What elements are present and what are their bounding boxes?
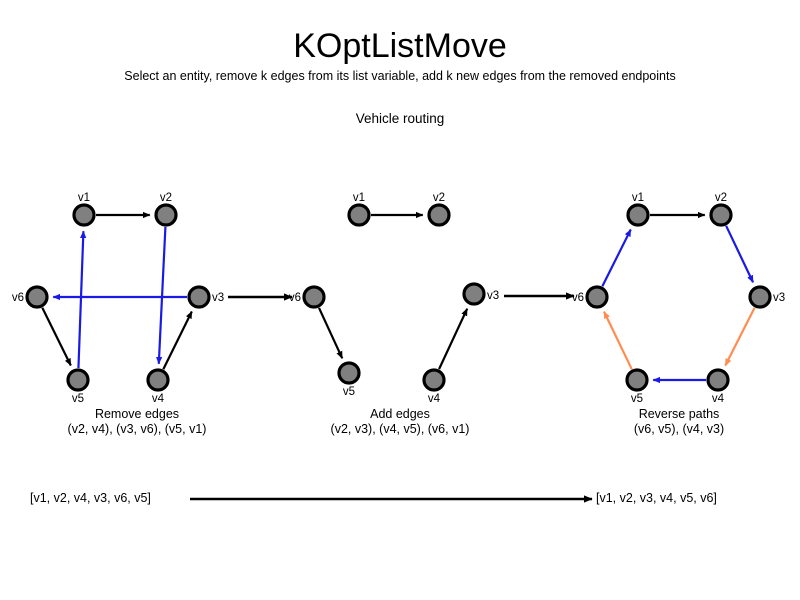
panel-add-edges-node-label-v6: v6 — [289, 292, 301, 304]
nodes-layer — [25, 203, 772, 392]
panel-reverse-paths-node-v4[interactable] — [706, 368, 730, 392]
panel-add-edges-node-label-v1: v1 — [353, 192, 365, 204]
panel-reverse-paths-edge-v2-v3 — [725, 225, 755, 283]
page-title: KOptListMove — [293, 27, 507, 65]
panel-add-edges-node-v6[interactable] — [302, 285, 326, 309]
panel-reverse-paths-edge-v3-v4 — [724, 307, 756, 367]
panel-reverse-paths-node-v5[interactable] — [625, 368, 649, 392]
panel-remove-edges-edge-v2-v4 — [155, 226, 167, 365]
section-label: Vehicle routing — [355, 111, 445, 126]
caption-line-2: (v6, v5), (v4, v3) — [633, 422, 725, 436]
panel-remove-edges-node-label-v6: v6 — [12, 292, 24, 304]
caption-panel-2: Add edges (v2, v3), (v4, v5), (v6, v1) — [250, 407, 550, 437]
panel-reverse-paths-node-label-v5: v5 — [631, 393, 643, 405]
panel-add-edges-node-label-v4: v4 — [428, 393, 441, 405]
caption-line-1: Add edges — [370, 407, 430, 421]
panel-remove-edges-edge-v5-v1 — [77, 230, 87, 369]
panel-add-edges-node-v4[interactable] — [422, 368, 446, 392]
panel-reverse-paths-node-v6[interactable] — [585, 285, 609, 309]
panel-add-edges-edge-v4-v3 — [438, 308, 469, 370]
panel-reverse-paths-edge-v5-v6 — [603, 311, 633, 370]
after-list-text: [v1, v2, v3, v4, v5, v6] — [596, 491, 717, 505]
edges-layer — [41, 211, 756, 384]
panel-reverse-paths-node-label-v2: v2 — [715, 192, 727, 204]
panel-reverse-paths-node-v3[interactable] — [748, 285, 772, 309]
before-list-text: [v1, v2, v4, v3, v6, v5] — [30, 491, 151, 505]
panel-remove-edges-node-v3[interactable] — [187, 285, 211, 309]
panel-reverse-paths-node-label-v3: v3 — [773, 292, 785, 304]
panel-remove-edges-node-v1[interactable] — [72, 203, 96, 227]
panel-remove-edges-node-label-v1: v1 — [78, 192, 90, 204]
panel-reverse-paths-node-v1[interactable] — [626, 203, 650, 227]
caption-line-2: (v2, v4), (v3, v6), (v5, v1) — [67, 422, 207, 436]
node-labels-layer: v1 v2 v3 v4 v5 v6 v1 v2 v3 v4 v5 v6 v1 v2 v3 v4 v5 v6 — [12, 192, 785, 405]
panel-add-edges-node-v1[interactable] — [347, 203, 371, 227]
panel-remove-edges-node-v2[interactable] — [154, 203, 178, 227]
panel-remove-edges-node-v6[interactable] — [25, 285, 49, 309]
panel-reverse-paths-node-label-v1: v1 — [632, 192, 644, 204]
panel-add-edges-node-v5[interactable] — [337, 361, 361, 385]
caption-panel-3: Reverse paths (v6, v5), (v4, v3) — [529, 407, 800, 437]
caption-line-1: Remove edges — [94, 407, 180, 421]
panel-reverse-paths-edge-v6-v1 — [601, 228, 632, 287]
caption-line-2: (v2, v3), (v4, v5), (v6, v1) — [330, 422, 470, 436]
panel-add-edges-node-label-v3: v3 — [487, 290, 499, 302]
panel-add-edges-node-v2[interactable] — [427, 203, 451, 227]
page-subtitle: Select an entity, remove k edges from it… — [124, 69, 676, 83]
panel-connectors-layer — [228, 292, 575, 301]
panel-add-edges-node-label-v5: v5 — [343, 386, 355, 398]
panel-add-edges-node-v3[interactable] — [462, 282, 486, 306]
panel-remove-edges-node-label-v2: v2 — [160, 192, 172, 204]
panel-remove-edges-edge-v4-v3 — [162, 310, 193, 370]
panel-remove-edges-node-label-v4: v4 — [152, 393, 165, 405]
panel-remove-edges-node-label-v5: v5 — [72, 393, 84, 405]
panel-add-edges-edge-v6-v5 — [318, 307, 344, 359]
panel-reverse-paths-node-label-v4: v4 — [712, 393, 725, 405]
caption-line-1: Reverse paths — [638, 407, 720, 421]
panel-reverse-paths-node-v2[interactable] — [709, 203, 733, 227]
panel-add-edges-node-label-v2: v2 — [433, 192, 445, 204]
panel-remove-edges-node-v4[interactable] — [146, 368, 170, 392]
panel-remove-edges-node-v5[interactable] — [66, 368, 90, 392]
panel-reverse-paths-node-label-v6: v6 — [572, 292, 584, 304]
panel-remove-edges-node-label-v3: v3 — [212, 292, 224, 304]
caption-panel-1: Remove edges (v2, v4), (v3, v6), (v5, v1… — [0, 407, 287, 437]
panel-remove-edges-edge-v6-v5 — [41, 307, 72, 367]
